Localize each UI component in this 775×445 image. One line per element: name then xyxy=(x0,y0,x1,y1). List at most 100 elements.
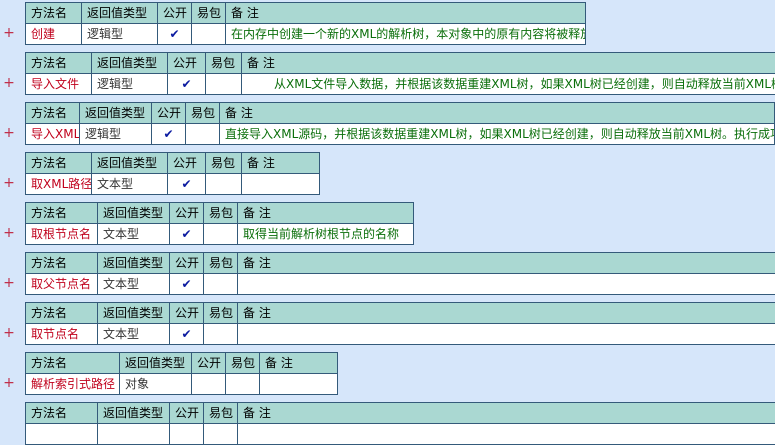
check-icon: ✔ xyxy=(181,77,191,91)
table-row[interactable]: 取节点名文本型 ✔ xyxy=(26,324,775,345)
table-row[interactable]: 导入文件逻辑型✔从XML文件导入数据，并根据该数据重建XML树，如果XML树已经… xyxy=(26,74,775,95)
header-return-type: 返回值类型 xyxy=(98,253,170,274)
table-row[interactable]: 创建逻辑型✔在内存中创建一个新的XML的解析树，本对象中的原有内容将被释放 xyxy=(26,24,586,45)
return-type: 对象 xyxy=(120,374,192,395)
header-name: 方法名 xyxy=(26,353,120,374)
header-return-type: 返回值类型 xyxy=(120,353,192,374)
return-type: 文本型 xyxy=(98,224,170,245)
easy-flag xyxy=(204,224,238,245)
table-row[interactable]: 取根节点名文本型✔ 取得当前解析树根节点的名称 xyxy=(26,224,414,245)
check-icon: ✔ xyxy=(181,277,191,291)
easy-flag xyxy=(206,74,242,95)
header-remark: 备 注 xyxy=(260,353,338,374)
easy-flag xyxy=(192,24,226,45)
public-flag xyxy=(170,424,204,445)
header-name: 方法名 xyxy=(26,403,98,424)
check-icon: ✔ xyxy=(169,27,179,41)
header-easy: 易包 xyxy=(204,253,238,274)
expand-plus-icon[interactable]: + xyxy=(3,26,15,40)
table-header-row: 方法名返回值类型公开易包备 注 xyxy=(26,253,775,274)
header-return-type: 返回值类型 xyxy=(92,53,168,74)
header-public: 公开 xyxy=(168,53,206,74)
method-name[interactable]: 取节点名 xyxy=(26,324,98,345)
expand-plus-icon[interactable]: + xyxy=(3,176,15,190)
method-table: 方法名返回值类型公开易包备 注创建逻辑型✔在内存中创建一个新的XML的解析树，本… xyxy=(25,2,586,45)
method-name[interactable]: 取父节点名 xyxy=(26,274,98,295)
header-name: 方法名 xyxy=(26,253,98,274)
check-icon: ✔ xyxy=(181,327,191,341)
expand-plus-icon[interactable]: + xyxy=(3,326,15,340)
public-flag: ✔ xyxy=(158,24,192,45)
method-name[interactable]: 取XML路径 xyxy=(26,174,92,195)
header-easy: 易包 xyxy=(204,403,238,424)
method-name[interactable]: 取根节点名 xyxy=(26,224,98,245)
header-public: 公开 xyxy=(152,103,186,124)
header-public: 公开 xyxy=(170,403,204,424)
header-public: 公开 xyxy=(192,353,226,374)
header-name: 方法名 xyxy=(26,103,80,124)
header-remark: 备 注 xyxy=(226,3,586,24)
header-remark: 备 注 xyxy=(220,103,775,124)
header-name: 方法名 xyxy=(26,203,98,224)
header-name: 方法名 xyxy=(26,153,92,174)
table-header-row: 方法名返回值类型公开易包备 注 xyxy=(26,103,775,124)
check-icon: ✔ xyxy=(181,177,191,191)
expand-plus-icon[interactable]: + xyxy=(3,126,15,140)
header-return-type: 返回值类型 xyxy=(80,103,152,124)
table-header-row: 方法名返回值类型公开易包备 注 xyxy=(26,3,586,24)
method-remark xyxy=(238,324,775,345)
header-public: 公开 xyxy=(168,153,206,174)
method-name[interactable]: 导入文件 xyxy=(26,74,92,95)
header-name: 方法名 xyxy=(26,3,82,24)
easy-flag xyxy=(226,374,260,395)
header-return-type: 返回值类型 xyxy=(98,303,170,324)
public-flag: ✔ xyxy=(170,224,204,245)
header-return-type: 返回值类型 xyxy=(92,153,168,174)
header-return-type: 返回值类型 xyxy=(98,203,170,224)
header-easy: 易包 xyxy=(206,153,242,174)
header-remark: 备 注 xyxy=(242,53,775,74)
method-name[interactable]: 创建 xyxy=(26,24,82,45)
header-name: 方法名 xyxy=(26,303,98,324)
header-remark: 备 注 xyxy=(238,303,775,324)
table-row[interactable] xyxy=(26,424,775,445)
table-header-row: 方法名返回值类型公开易包备 注 xyxy=(26,153,320,174)
table-row[interactable]: 解析索引式路径对象 xyxy=(26,374,338,395)
header-easy: 易包 xyxy=(204,203,238,224)
expand-plus-icon[interactable]: + xyxy=(3,76,15,90)
method-remark xyxy=(242,174,320,195)
method-table: 方法名返回值类型公开易包备 注取父节点名文本型 ✔ xyxy=(25,252,775,295)
return-type: 文本型 xyxy=(98,274,170,295)
method-table: 方法名返回值类型公开易包备 注取根节点名文本型✔ 取得当前解析树根节点的名称 xyxy=(25,202,414,245)
method-remark: 从XML文件导入数据，并根据该数据重建XML树，如果XML树已经创建，则自动释放… xyxy=(242,74,775,95)
method-remark: 直接导入XML源码，并根据该数据重建XML树，如果XML树已经创建，则自动释放当… xyxy=(220,124,775,145)
public-flag: ✔ xyxy=(168,174,206,195)
expand-plus-icon[interactable]: + xyxy=(3,276,15,290)
method-table: 方法名返回值类型公开易包备 注 xyxy=(25,402,775,445)
return-type: 逻辑型 xyxy=(80,124,152,145)
check-icon: ✔ xyxy=(163,127,173,141)
table-header-row: 方法名返回值类型公开易包备 注 xyxy=(26,303,775,324)
method-name[interactable]: 解析索引式路径 xyxy=(26,374,120,395)
table-header-row: 方法名返回值类型公开易包备 注 xyxy=(26,203,414,224)
header-remark: 备 注 xyxy=(238,203,414,224)
header-easy: 易包 xyxy=(204,303,238,324)
header-public: 公开 xyxy=(170,303,204,324)
easy-flag xyxy=(186,124,220,145)
method-remark: 取得当前解析树根节点的名称 xyxy=(238,224,414,245)
method-table: 方法名返回值类型公开易包备 注导入文件逻辑型✔从XML文件导入数据，并根据该数据… xyxy=(25,52,775,95)
table-row[interactable]: 取XML路径文本型✔ xyxy=(26,174,320,195)
expand-plus-icon[interactable]: + xyxy=(3,226,15,240)
method-name[interactable] xyxy=(26,424,98,445)
public-flag: ✔ xyxy=(168,74,206,95)
header-easy: 易包 xyxy=(186,103,220,124)
table-header-row: 方法名返回值类型公开易包备 注 xyxy=(26,403,775,424)
header-return-type: 返回值类型 xyxy=(82,3,158,24)
return-type: 文本型 xyxy=(98,324,170,345)
table-row[interactable]: 取父节点名文本型 ✔ xyxy=(26,274,775,295)
method-name[interactable]: 导入XML xyxy=(26,124,80,145)
expand-plus-icon[interactable]: + xyxy=(3,376,15,390)
method-remark: 在内存中创建一个新的XML的解析树，本对象中的原有内容将被释放 xyxy=(226,24,586,45)
